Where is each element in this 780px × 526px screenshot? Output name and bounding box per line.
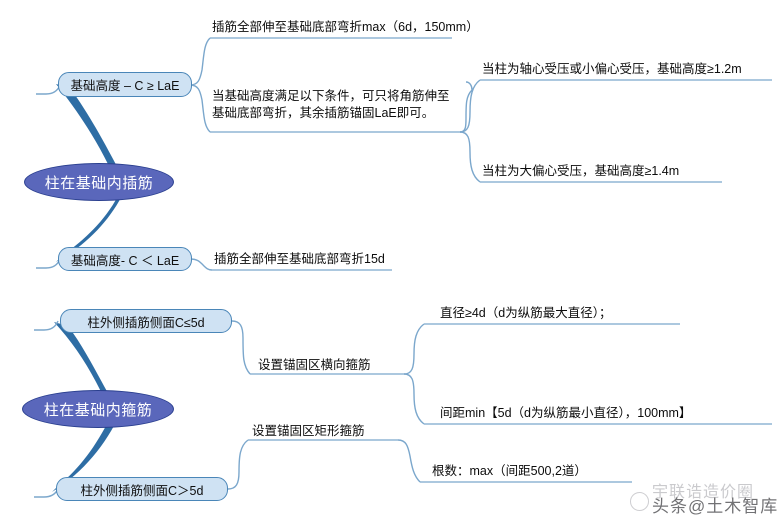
fan-top-leaf1: [189, 37, 211, 86]
fan-top-sub2: [459, 131, 481, 183]
leaf-top-corner-bars: 当基础高度满足以下条件，可只将角筋伸至 基础底部弯折，其余插筋锚固LaE即可。: [212, 88, 474, 122]
node-outer-cover-gt-5d-label: 柱外侧插筋侧面C＞5d: [80, 483, 204, 498]
hook-bottom-node2: [34, 488, 59, 498]
leaf-top-bend-15d: 插筋全部伸至基础底部弯折15d: [214, 252, 385, 266]
hook-top-leaf5: [189, 258, 213, 271]
node-foundation-height-lt-label: 基础高度- C ＜ LaE: [70, 253, 180, 268]
leaf-bottom-transverse-stirrup: 设置锚固区横向箍筋: [258, 358, 371, 372]
hook-bottom-leaf2: [227, 439, 249, 490]
hook-bottom-leaf1: [231, 320, 251, 375]
node-outer-cover-gt-5d[interactable]: 柱外侧插筋侧面C＞5d: [56, 477, 228, 501]
leaf-top-large-ecc: 当柱为大偏心受压，基础高度≥1.4m: [482, 164, 680, 178]
root-node-top-label: 柱在基础内插筋: [44, 174, 154, 192]
node-outer-cover-le-5d-label: 柱外侧插筋侧面C≤5d: [87, 315, 205, 330]
hook-top-node2: [36, 258, 61, 269]
leaf-bottom-diameter: 直径≥4d（d为纵筋最大直径）；: [440, 306, 612, 320]
fan-bottom-sub1: [403, 323, 425, 375]
root-node-bottom[interactable]: 柱在基础内箍筋: [22, 390, 174, 428]
watermark-ghost-text: 宇联诰造价圈: [652, 484, 755, 501]
leaf-bottom-count: 根数：max（间距500,2道）: [432, 464, 587, 478]
node-outer-cover-le-5d[interactable]: 柱外侧插筋侧面C≤5d: [60, 309, 232, 333]
hook-bottom-sub3: [397, 439, 421, 483]
leaf-bottom-spacing: 间距min【5d（d为纵筋最小直径），100mm】: [440, 406, 692, 420]
leaf-top-axial-small-ecc: 当柱为轴心受压或小偏心受压，基础高度≥1.2m: [482, 62, 742, 76]
leaf-top-corner-bars-line2: 基础底部弯折，其余插筋锚固LaE即可。: [212, 106, 435, 120]
root-node-top[interactable]: 柱在基础内插筋: [24, 163, 174, 201]
watermark-text: 头条@土木智库: [652, 497, 779, 516]
watermark-circle-icon: [630, 492, 649, 511]
fan-bottom-sub2: [403, 373, 425, 425]
node-foundation-height-ge[interactable]: 基础高度 – C ≥ LaE: [58, 72, 192, 97]
leaf-top-bend-max: 插筋全部伸至基础底部弯折max（6d，150mm）: [212, 20, 479, 34]
leaf-top-corner-bars-line1: 当基础高度满足以下条件，可只将角筋伸至: [212, 89, 450, 103]
node-foundation-height-lt[interactable]: 基础高度- C ＜ LaE: [58, 247, 192, 271]
root-node-bottom-label: 柱在基础内箍筋: [43, 401, 153, 419]
hook-top-node1: [36, 84, 61, 95]
node-foundation-height-ge-label: 基础高度 – C ≥ LaE: [70, 79, 180, 93]
fan-top-leaf2: [189, 84, 211, 133]
hook-bottom-node1: [34, 320, 59, 331]
leaf-bottom-rect-stirrup: 设置锚固区矩形箍筋: [252, 424, 365, 438]
